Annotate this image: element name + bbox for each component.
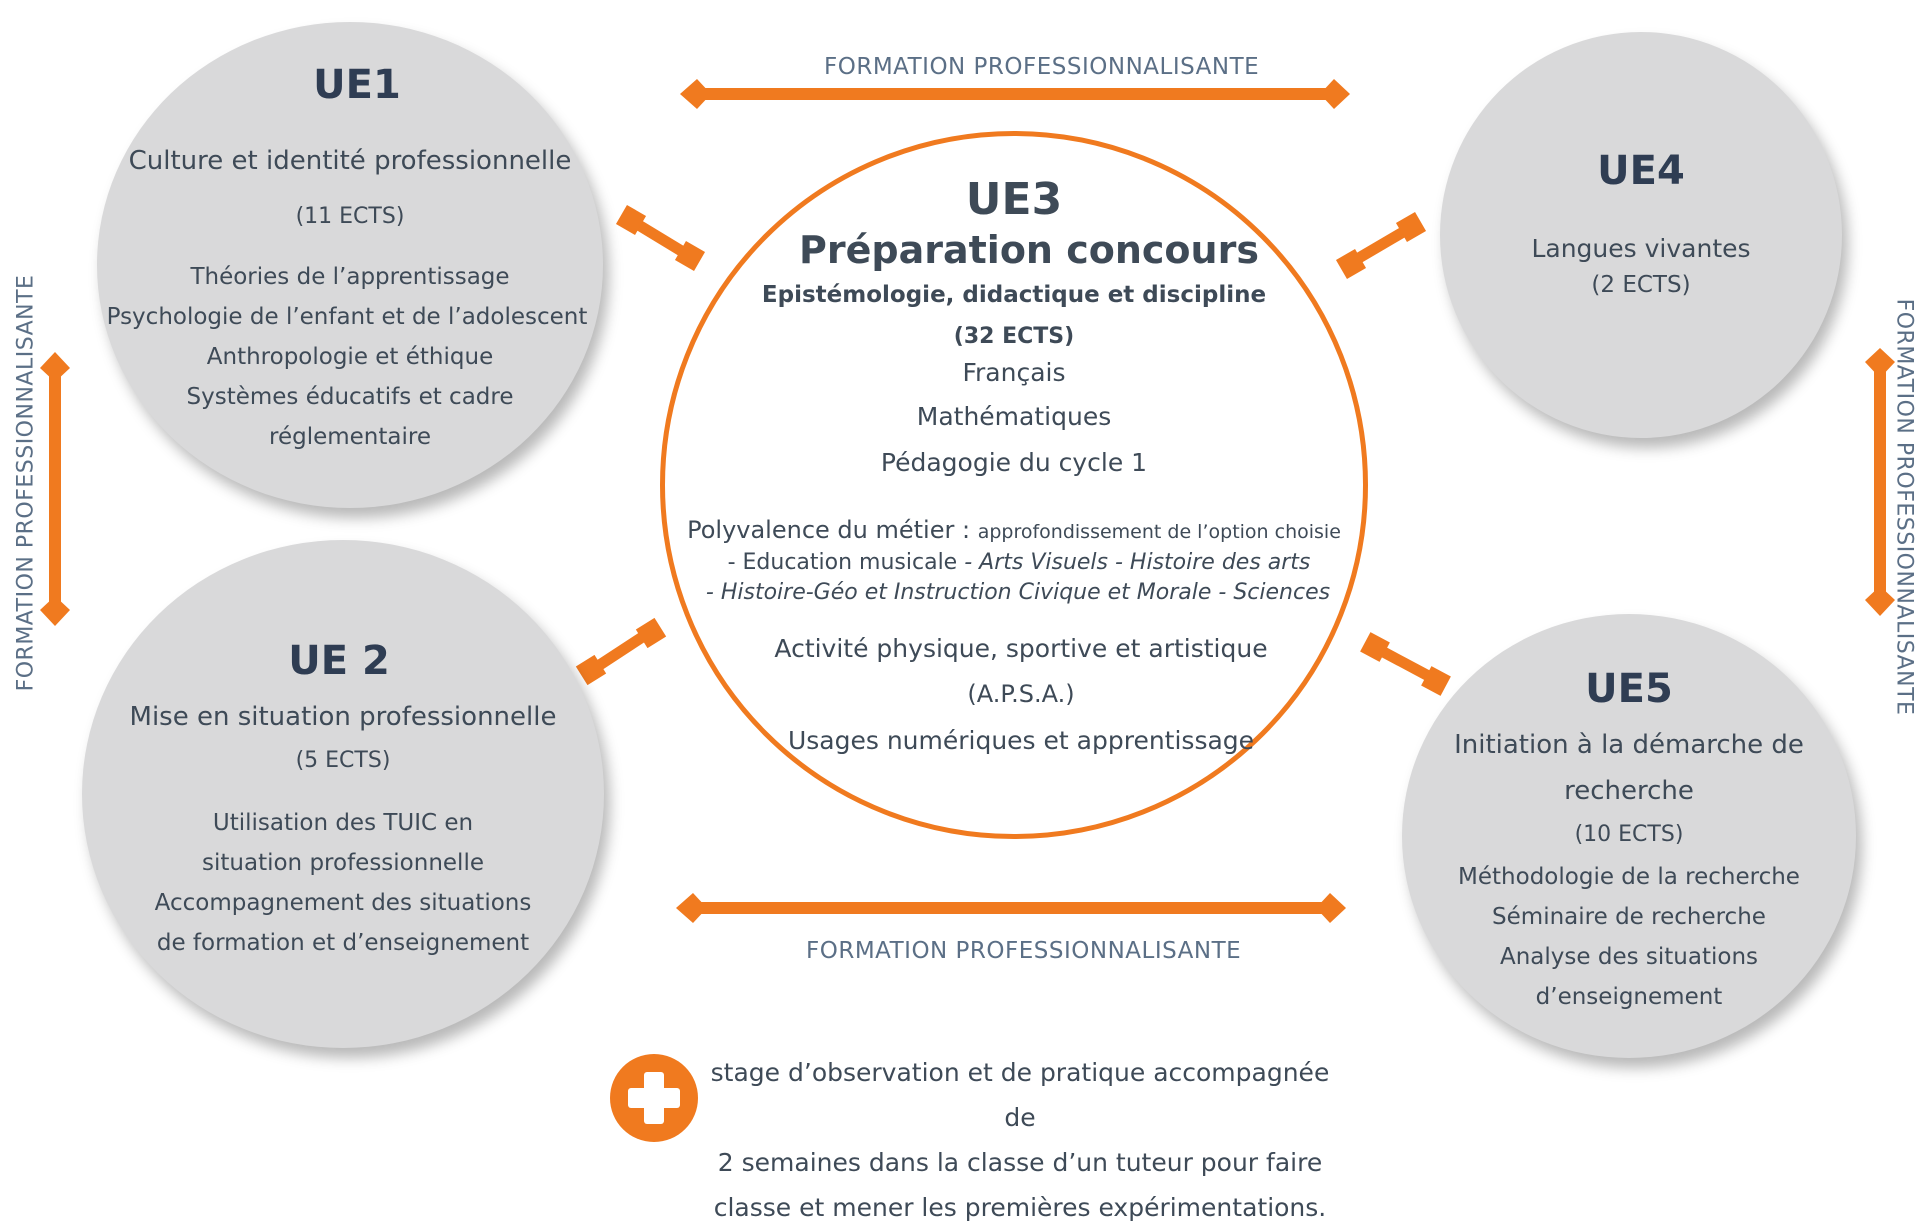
ue3-item: Français (665, 358, 1363, 387)
polyvalence-label: Polyvalence du métier : (687, 516, 970, 544)
ue5-item: d’enseignement (1402, 984, 1856, 1010)
ue4-title: UE4 (1440, 148, 1842, 194)
option-music: - Education musicale (728, 550, 958, 575)
ue3-subsubtitle: Epistémologie, didactique et discipline (665, 282, 1363, 308)
top-double-arrow (680, 79, 1350, 109)
ue1-title: UE1 (97, 62, 603, 108)
bottom-double-arrow (676, 893, 1346, 923)
ue5-item: Séminaire de recherche (1402, 904, 1856, 930)
ue3-item2: Usages numériques et apprentissage (665, 726, 1363, 755)
ue2-item: Utilisation des TUIC en (82, 810, 604, 836)
ue1-ects: (11 ECTS) (97, 204, 603, 229)
option-arts: - Arts Visuels - Histoire des arts (964, 550, 1310, 575)
ue5-subtitle: recherche (1402, 776, 1856, 806)
formation-label-top: FORMATION PROFESSIONNALISANTE (824, 54, 1259, 80)
ue3-item: Mathématiques (665, 402, 1363, 431)
ue2-circle: UE 2 Mise en situation professionnelle (… (82, 540, 604, 1048)
ue3-polyvalence: Polyvalence du métier : approfondissemen… (665, 516, 1363, 544)
stage-line: stage d’observation et de pratique accom… (700, 1050, 1340, 1140)
ue5-item: Analyse des situations (1402, 944, 1856, 970)
ue3-title: UE3 (665, 174, 1363, 225)
ue5-title: UE5 (1402, 666, 1856, 712)
ue2-item: situation professionnelle (82, 850, 604, 876)
left-double-arrow (40, 352, 70, 626)
ue4-circle: UE4 Langues vivantes (2 ECTS) (1440, 32, 1842, 438)
ue5-circle: UE5 Initiation à la démarche de recherch… (1402, 614, 1856, 1058)
ue3-subtitle: Préparation concours (665, 228, 1363, 272)
formation-label-bottom: FORMATION PROFESSIONNALISANTE (806, 938, 1241, 964)
ue1-item: Systèmes éducatifs et cadre (97, 384, 603, 410)
ue3-ects: (32 ECTS) (665, 324, 1363, 349)
ue2-item: de formation et d’enseignement (82, 930, 604, 956)
stage-text: stage d’observation et de pratique accom… (700, 1050, 1340, 1230)
stage-line: 2 semaines dans la classe d’un tuteur po… (700, 1140, 1340, 1185)
ue1-item: Anthropologie et éthique (97, 344, 603, 370)
ue3-option-line: - Histoire-Géo et Instruction Civique et… (665, 580, 1363, 605)
ue1-circle: UE1 Culture et identité professionnelle … (97, 22, 603, 508)
right-double-arrow (1865, 348, 1895, 616)
plus-circle-icon (610, 1054, 698, 1142)
ue2-ects: (5 ECTS) (82, 748, 604, 773)
ue2-subtitle: Mise en situation professionnelle (82, 702, 604, 732)
ue3-circle: UE3 Préparation concours Epistémologie, … (660, 131, 1368, 839)
ue3-item2: (A.P.S.A.) (665, 680, 1363, 708)
ue1-item: réglementaire (97, 424, 603, 450)
stage-line: classe et mener les premières expériment… (700, 1185, 1340, 1230)
ue3-item2: Activité physique, sportive et artistiqu… (665, 634, 1363, 663)
ue1-subtitle: Culture et identité professionnelle (97, 146, 603, 176)
ue4-ects: (2 ECTS) (1440, 272, 1842, 298)
ue5-ects: (10 ECTS) (1402, 822, 1856, 847)
polyvalence-note: approfondissement de l’option choisie (978, 521, 1341, 543)
ue3-item: Pédagogie du cycle 1 (665, 448, 1363, 477)
ue5-item: Méthodologie de la recherche (1402, 864, 1856, 890)
ue1-item: Théories de l’apprentissage (97, 264, 603, 290)
ue5-subtitle: Initiation à la démarche de (1402, 730, 1856, 760)
formation-label-right: FORMATION PROFESSIONNALISANTE (1892, 299, 1916, 716)
ue1-item: Psychologie de l’enfant et de l’adolesce… (91, 304, 603, 330)
formation-label-left: FORMATION PROFESSIONNALISANTE (14, 275, 39, 692)
ue3-option-line: - Education musicale - Arts Visuels - Hi… (665, 550, 1363, 575)
ue4-subtitle: Langues vivantes (1440, 234, 1842, 263)
ue2-title: UE 2 (82, 638, 604, 684)
ue2-item: Accompagnement des situations (82, 890, 604, 916)
